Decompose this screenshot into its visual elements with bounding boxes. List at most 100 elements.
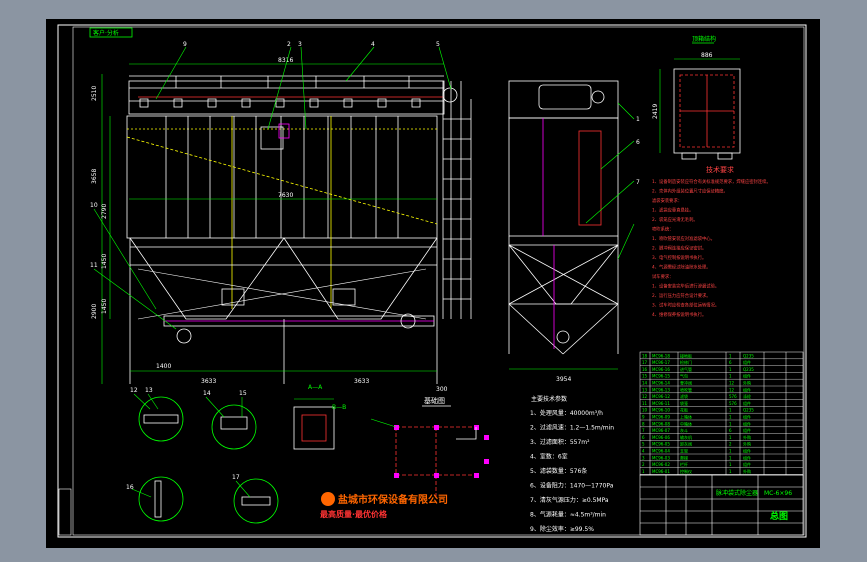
bom-cell: 16	[642, 367, 648, 372]
bom-cell: 10	[642, 408, 648, 413]
bom-cell: 1	[729, 353, 732, 358]
bom-cell: 控制仪	[680, 468, 692, 474]
inner-frame	[72, 26, 805, 536]
bom-cell: 1	[729, 462, 732, 467]
bom-cell: MC96-06	[652, 435, 670, 440]
upper-housing	[128, 80, 445, 115]
notes-list: 1、设备制造安装应符合有关标准规范要求，焊缝应密封连续。 2、壳体内外组装位置尺寸…	[652, 178, 771, 318]
bom-cell: MC96-16	[652, 367, 670, 372]
bom-cell: 花板	[680, 407, 688, 413]
bom-cell: 576	[729, 401, 737, 406]
bom-cell: 爬梯	[680, 454, 688, 460]
note-line: 2、壳体内外组装位置尺寸应保证精度。	[652, 188, 728, 195]
param-line: 4、室数：6室	[530, 453, 568, 461]
bom-cell: Q235	[743, 408, 754, 413]
side-inspection-door	[578, 130, 602, 226]
bom-cell: 气包	[680, 373, 688, 379]
bom-cell: MC96-08	[652, 421, 670, 426]
callout-9: 9	[183, 41, 187, 48]
callout-11: 11	[90, 262, 98, 269]
callout-6: 6	[636, 139, 640, 146]
bom-cell: 1	[729, 435, 732, 440]
dim-top-box-h: 2419	[652, 104, 659, 119]
title-product: 脉冲袋式除尘器	[716, 489, 758, 497]
bom-cell: 卸灰阀	[680, 441, 692, 447]
note-line: 喷吹系统：	[652, 226, 673, 233]
note-line: 2、运行压力应符合设计要求。	[652, 292, 711, 299]
bom-cell: 12	[729, 387, 735, 392]
bom-cell: MC96-01	[652, 469, 670, 474]
param-line: 6、设备阻力：1470—1770Pa	[530, 482, 614, 490]
diagonal-guide	[126, 136, 438, 225]
margin-stamp	[58, 488, 72, 536]
bom-cell: 5	[642, 442, 645, 447]
bom-cell: 13	[642, 387, 648, 392]
param-line: 5、滤袋数量：576条	[530, 467, 587, 475]
bom-cell: 接地板	[680, 352, 692, 358]
title-drawing-name: 总图	[770, 510, 788, 522]
note-line: 2、脚冲阀连接应保证密封。	[652, 245, 706, 252]
bom-cell: 外购	[743, 434, 751, 440]
cad-drawing: 客户·分析	[57, 24, 807, 538]
bom-cell: 1	[729, 449, 732, 454]
bom-cell: 检修门	[680, 359, 692, 365]
bom-cell: 涤纶	[743, 393, 751, 399]
bom-cell: 1	[642, 469, 645, 474]
side-view: 3954 300 1 6 7	[436, 80, 640, 393]
bom-cell: 4	[642, 449, 645, 454]
company-name: 盐城市环保设备有限公司	[338, 493, 448, 506]
bom-cell: 外购	[743, 441, 751, 447]
side-ladder	[442, 81, 472, 319]
note-line: 1、设备制造安装应符合有关标准规范要求，焊缝应密封连续。	[652, 178, 771, 185]
bom-cell: 6	[642, 435, 645, 440]
bom-cell: 9	[642, 415, 645, 420]
bom-cell: 进气管	[680, 366, 692, 372]
bom-cell: 6	[729, 428, 732, 433]
bom-cell: 滤袋	[680, 393, 688, 399]
callout-5: 5	[436, 41, 440, 48]
front-view: 客户·分析	[89, 27, 472, 385]
dim-height-1: 2510	[91, 86, 98, 101]
bom-cell: 8	[642, 421, 645, 426]
bom-cell: 组件	[743, 420, 751, 426]
company-logo-icon	[321, 492, 335, 506]
bom-cell: MC96-12	[652, 394, 670, 399]
air-tank	[442, 87, 458, 103]
params-list: 1、处理风量：40000m³/h2、过滤风速：1.2—1.5m/min3、过滤面…	[530, 409, 614, 533]
bom-cell: 外购	[743, 380, 751, 386]
bom-cell: 组件	[743, 414, 751, 420]
outer-frame	[57, 24, 807, 538]
param-line: 7、清灰气源压力：≥0.5MPa	[530, 496, 609, 504]
bom-cell: 1	[729, 469, 732, 474]
company-slogan: 最高质量·最优价格	[320, 509, 388, 519]
bom-cell: 1	[729, 421, 732, 426]
callout-4: 4	[371, 41, 375, 48]
bom-cell: 脊冲阀	[680, 380, 692, 386]
dim-height-4: 1450	[101, 254, 108, 269]
param-line: 8、气源耗量：≈4.5m³/min	[530, 511, 606, 519]
note-line: 1、滤袋应垂直悬挂。	[652, 207, 693, 214]
dim-side-width: 3954	[556, 376, 571, 383]
callout-12: 12	[130, 387, 138, 394]
bom-cell: 12	[729, 381, 735, 386]
section-a-outline	[293, 406, 335, 450]
bom-cell: 1	[729, 374, 732, 379]
bom-cell: 6	[729, 360, 732, 365]
title-block: 脉冲袋式除尘器 MC-6×96 总图	[639, 474, 804, 536]
ash-hoppers	[129, 237, 438, 359]
section-a-title: A—A	[308, 384, 323, 391]
dim-height-6: 2900	[91, 304, 98, 319]
bom-cell: 7	[642, 428, 645, 433]
bom-cell: MC96-11	[652, 401, 670, 406]
bom-cell: 组件	[743, 400, 751, 406]
bom-cell: 11	[642, 401, 648, 406]
note-line: 4、气源需经过除油除水处理。	[652, 264, 711, 271]
bom-cell: 支架	[680, 448, 688, 454]
bom-cell: 1	[729, 455, 732, 460]
param-line: 3、过滤面积：557m²	[530, 438, 590, 446]
company-stamp: 盐城市环保设备有限公司 最高质量·最优价格	[320, 492, 448, 519]
callout-16: 16	[126, 484, 134, 491]
middle-casing	[126, 115, 438, 239]
